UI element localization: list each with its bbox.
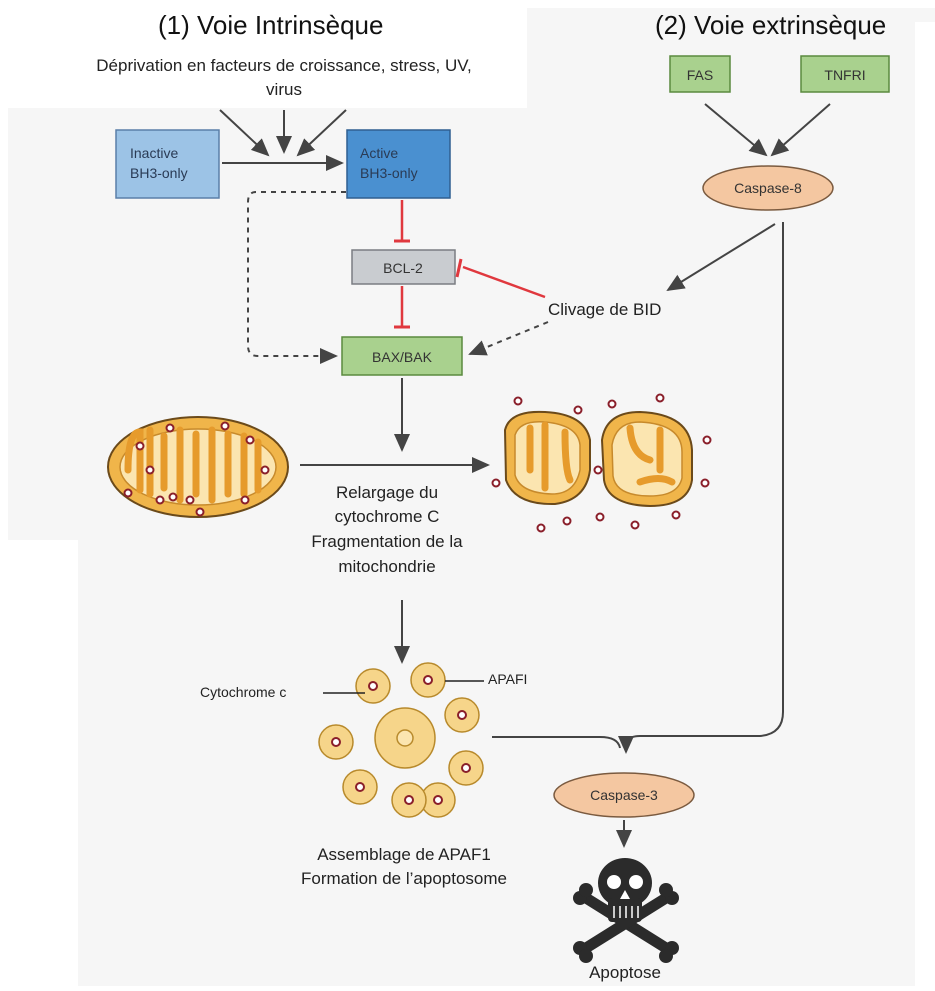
bid-cleavage-label: Clivage de BID [548, 300, 661, 319]
inactive-label-line1: Inactive [130, 145, 178, 161]
assembly-text-line1: Assemblage de APAF1 [317, 845, 491, 864]
apoptosome [318, 662, 484, 818]
caspase8-to-caspase3-arrow [618, 222, 784, 754]
bid-inhibit-bar [455, 258, 463, 278]
fragmented-mitochondrion [491, 393, 712, 533]
skull-crossbones-icon [573, 858, 679, 963]
intact-mitochondrion [107, 416, 289, 518]
bcl2-label: BCL-2 [383, 260, 423, 276]
stimulus-text-line2: virus [266, 80, 302, 99]
active-label-line2: BH3-only [360, 165, 418, 181]
fas-label: FAS [687, 67, 713, 83]
stimulus-arrows [219, 109, 347, 157]
caspase-3-label: Caspase-3 [590, 787, 658, 803]
bax-bak-box: BAX/BAK [341, 336, 463, 376]
apoptosis-label: Apoptose [589, 963, 661, 982]
fas-arrow [704, 103, 768, 157]
release-text-line2: cytochrome C [335, 507, 440, 526]
fas-box: FAS [669, 55, 731, 93]
release-text-line4: mitochondrie [338, 557, 435, 576]
release-text-line3: Fragmentation de la [311, 532, 463, 551]
cytochrome-c-label: Cytochrome c [200, 684, 286, 700]
inactive-label-line2: BH3-only [130, 165, 188, 181]
release-text-line1: Relargage du [336, 483, 438, 502]
bcl2-box: BCL-2 [351, 249, 456, 285]
caspase-8-label: Caspase-8 [734, 180, 802, 196]
intrinsic-pathway-title: (1) Voie Intrinsèque [158, 10, 383, 40]
caspase8-to-bid-arrow [666, 223, 776, 292]
bid-inhibit-line [462, 265, 546, 299]
stimulus-text-line1: Déprivation en facteurs de croissance, s… [96, 56, 471, 75]
active-bh3-only-box: Active BH3-only [346, 129, 451, 199]
caspase-8-node: Caspase-8 [702, 165, 834, 211]
apoptosome-to-caspase3-line [492, 736, 621, 749]
tnfr1-label: TNFRI [824, 67, 865, 83]
inactive-bh3-only-box: Inactive BH3-only [115, 129, 220, 199]
dashed-activation-arrow [247, 191, 346, 364]
bid-to-baxbak-dashed-arrow [468, 321, 549, 356]
tnfr1-arrow [770, 103, 831, 157]
active-label-line1: Active [360, 145, 398, 161]
bax-bak-label: BAX/BAK [372, 349, 433, 365]
tnfr1-box: TNFRI [800, 55, 890, 93]
caspase-3-node: Caspase-3 [553, 772, 695, 818]
extrinsic-pathway-title: (2) Voie extrinsèque [655, 10, 886, 40]
background-panel [8, 8, 935, 986]
stimulus-panel [22, 8, 527, 108]
assembly-text-line2: Formation de l’apoptosome [301, 869, 507, 888]
apaf1-label: APAFI [488, 671, 527, 687]
